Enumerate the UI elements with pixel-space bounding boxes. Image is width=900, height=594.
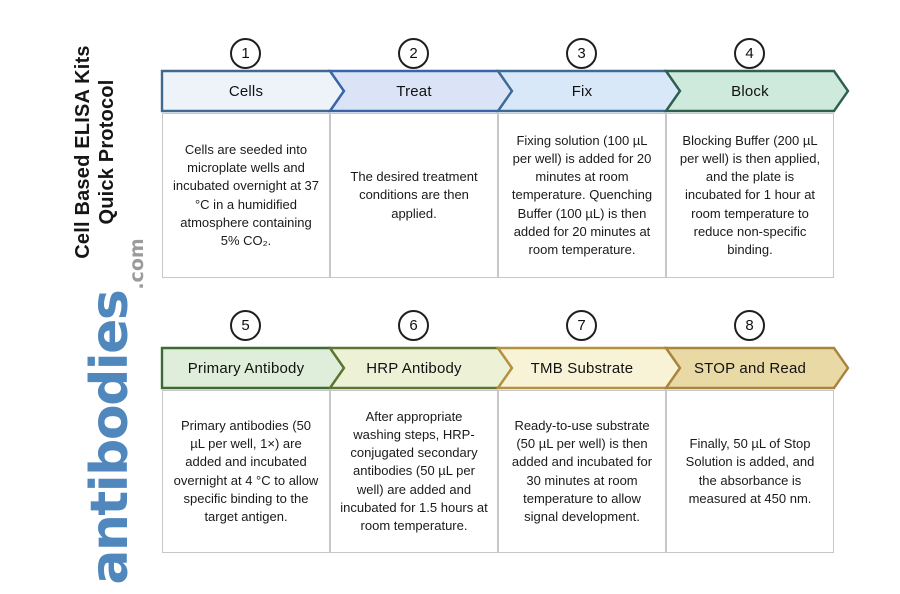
step-description-3: Fixing solution (100 µL per well) is add… — [511, 132, 653, 257]
step-number-circle-5: 5 — [230, 310, 261, 341]
banner-arrow-block — [663, 69, 850, 113]
page-title-line1: Cell Based ELISA Kits — [71, 45, 94, 259]
step-number-circle-4: 4 — [734, 38, 765, 69]
step-number-circle-1: 1 — [230, 38, 261, 69]
step-description-5: Primary antibodies (50 µL per well, 1×) … — [173, 417, 319, 524]
step-number-circle-8: 8 — [734, 310, 765, 341]
banner-label-stop-and-read: STOP and Read — [693, 359, 807, 377]
step-number-8: 8 — [745, 317, 754, 334]
logo-wordmark: antibodies — [79, 290, 140, 585]
step-number-5: 5 — [241, 317, 250, 334]
step-number-circle-7: 7 — [566, 310, 597, 341]
banner-label-hrp-antibody: HRP Antibody — [366, 359, 462, 377]
step-number-4: 4 — [745, 45, 754, 62]
banner-label-fix: Fix — [571, 82, 593, 100]
banner-arrow-stop-and-read — [663, 346, 850, 390]
banner-row-1 — [160, 69, 850, 113]
step-description-box-7: Ready-to-use substrate (50 µL per well) … — [498, 390, 666, 553]
step-description-1: Cells are seeded into microplate wells a… — [173, 141, 319, 248]
banner-label-treat: Treat — [396, 82, 432, 100]
step-description-box-8: Finally, 50 µL of Stop Solution is added… — [666, 390, 834, 553]
banner-label-primary-antibody: Primary Antibody — [187, 359, 305, 377]
step-description-7: Ready-to-use substrate (50 µL per well) … — [511, 417, 653, 524]
step-number-circle-3: 3 — [566, 38, 597, 69]
step-description-box-1: Cells are seeded into microplate wells a… — [162, 113, 330, 278]
step-description-2: The desired treatment conditions are the… — [350, 169, 478, 221]
step-number-7: 7 — [577, 317, 586, 334]
step-description-box-6: After appropriate washing steps, HRP-con… — [330, 390, 498, 553]
banner-label-tmb-substrate: TMB Substrate — [530, 359, 634, 377]
step-number-6: 6 — [409, 317, 418, 334]
banner-label-cells: Cells — [228, 82, 264, 100]
logo-domain-suffix: .com — [126, 238, 148, 290]
step-number-1: 1 — [241, 45, 250, 62]
step-description-box-4: Blocking Buffer (200 µL per well) is the… — [666, 113, 834, 278]
step-number-circle-2: 2 — [398, 38, 429, 69]
step-description-box-2: The desired treatment conditions are the… — [330, 113, 498, 278]
step-description-box-3: Fixing solution (100 µL per well) is add… — [498, 113, 666, 278]
antibodies-logo: antibodies .com — [55, 238, 148, 584]
banner-label-block: Block — [731, 82, 769, 100]
step-description-4: Blocking Buffer (200 µL per well) is the… — [679, 132, 821, 257]
step-number-3: 3 — [577, 45, 586, 62]
page-title-line2: Quick Protocol — [96, 79, 118, 225]
page-title: Cell Based ELISA Kits Quick Protocol — [70, 12, 120, 292]
step-description-8: Finally, 50 µL of Stop Solution is added… — [685, 436, 815, 506]
step-description-box-5: Primary antibodies (50 µL per well, 1×) … — [162, 390, 330, 553]
banner-row-2 — [160, 346, 850, 390]
step-number-2: 2 — [409, 45, 418, 62]
step-description-6: After appropriate washing steps, HRP-con… — [340, 408, 488, 533]
step-number-circle-6: 6 — [398, 310, 429, 341]
